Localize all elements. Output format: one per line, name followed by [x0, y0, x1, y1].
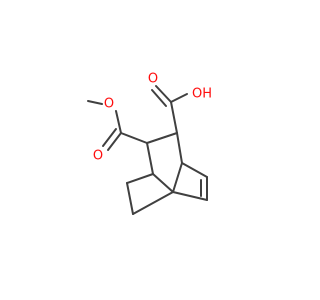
bond-c3-c4	[126, 173, 154, 184]
ester-single-oxygen-label: O	[104, 97, 114, 112]
bond-c9-c6	[172, 162, 183, 193]
bond-c9-c1	[176, 132, 183, 164]
acid-hydroxyl-label: OH	[192, 87, 212, 102]
bond-c2-c3	[146, 142, 154, 175]
bond-ester-c-o-double-2	[102, 128, 117, 147]
bond-acid-c-o-double-2	[151, 89, 167, 107]
bond-ester-c-o-double	[107, 132, 122, 151]
bond-acid-c-o-double	[155, 85, 172, 103]
bond-c4-c5	[126, 182, 134, 215]
bond-c2-ester-carbon	[120, 132, 148, 144]
bond-c1-acid-carbon	[170, 101, 178, 134]
acid-double-oxygen-label: O	[148, 72, 158, 87]
bond-c6-c7	[172, 191, 208, 201]
bond-c8-c9	[181, 162, 208, 178]
bond-ester-c-o-single	[115, 110, 122, 134]
bond-ester-o-methyl	[87, 100, 103, 105]
bond-c1-c2	[146, 132, 178, 144]
bond-acid-c-oh	[170, 93, 188, 103]
bond-c3-c6	[152, 173, 174, 193]
molecule-structure: O O O OH	[87, 72, 212, 215]
ester-double-oxygen-label: O	[93, 149, 103, 164]
molecule-diagram: O O O OH	[87, 72, 212, 215]
bond-c5-c6	[132, 191, 174, 215]
